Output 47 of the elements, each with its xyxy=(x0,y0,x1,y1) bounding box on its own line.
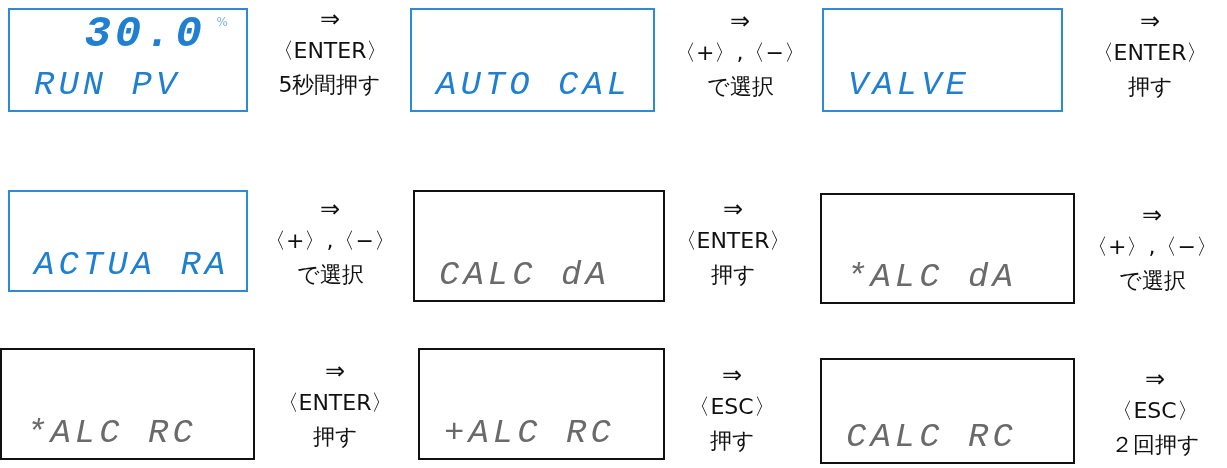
lcd-text: *ALC RC xyxy=(26,416,197,450)
step-instruction: 押す xyxy=(710,261,756,289)
lcd-display xyxy=(410,8,655,112)
step-instruction: 押す xyxy=(312,423,358,451)
lcd-display xyxy=(8,190,248,292)
lcd-text: CALC dA xyxy=(439,258,610,292)
step-instruction: 〈ESC〉 xyxy=(1111,397,1199,425)
step-instruction: 〈+〉,〈−〉 xyxy=(674,39,806,67)
lcd-display xyxy=(820,193,1075,304)
step-instruction: ２回押す xyxy=(1110,431,1200,459)
lcd-display xyxy=(8,8,248,112)
step-instruction: 〈ENTER〉 xyxy=(271,37,389,65)
lcd-text: VALVE xyxy=(848,68,971,102)
double-arrow-glyph: ⇒ xyxy=(319,4,341,34)
step-instruction: 〈+〉,〈−〉 xyxy=(264,227,396,255)
step-instruction: 押す xyxy=(1127,73,1173,101)
double-arrow-glyph: ⇒ xyxy=(1141,200,1163,230)
lcd-text: *ALC dA xyxy=(846,260,1017,294)
lcd-text: AUTO CAL xyxy=(436,68,632,102)
lcd-display xyxy=(413,190,665,302)
step-instruction: 〈+〉,〈−〉 xyxy=(1086,233,1218,261)
unit-label: % xyxy=(216,16,228,28)
double-arrow-glyph: ⇒ xyxy=(1139,6,1161,36)
double-arrow-glyph: ⇒ xyxy=(729,6,751,36)
step-instruction: で選択 xyxy=(706,73,774,101)
step-instruction: 〈ESC〉 xyxy=(688,393,776,421)
step-instruction: で選択 xyxy=(296,261,364,289)
lcd-text: RUN PV xyxy=(34,68,181,102)
step-instruction: 〈ENTER〉 xyxy=(1091,39,1209,67)
step-instruction: 〈ENTER〉 xyxy=(674,227,792,255)
lcd-display xyxy=(820,358,1075,464)
lcd-text: +ALC RC xyxy=(444,416,615,450)
step-instruction: 5秒間押す xyxy=(278,71,382,99)
double-arrow-glyph: ⇒ xyxy=(319,194,341,224)
lcd-value: 30.0 xyxy=(84,12,206,56)
double-arrow-glyph: ⇒ xyxy=(722,194,744,224)
step-instruction: で選択 xyxy=(1118,267,1186,295)
lcd-text: CALC RC xyxy=(846,420,1017,454)
step-instruction: 〈ENTER〉 xyxy=(276,389,394,417)
step-instruction: 押す xyxy=(709,427,755,455)
double-arrow-glyph: ⇒ xyxy=(721,360,743,390)
lcd-text: ACTUA RA xyxy=(34,248,230,282)
double-arrow-glyph: ⇒ xyxy=(1144,364,1166,394)
lcd-display xyxy=(418,348,665,460)
lcd-display xyxy=(0,348,255,460)
double-arrow-glyph: ⇒ xyxy=(324,356,346,386)
lcd-display xyxy=(822,8,1063,112)
